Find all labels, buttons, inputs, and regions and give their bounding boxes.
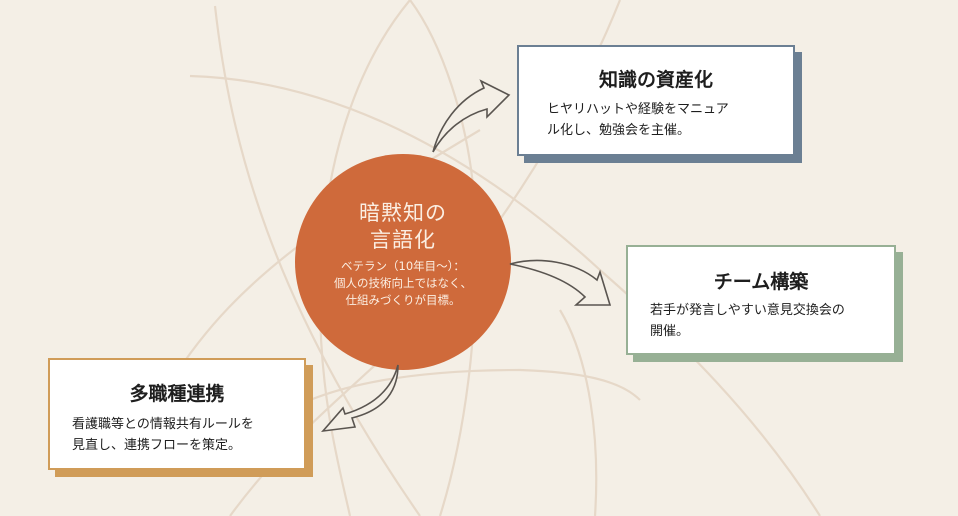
center-subtitle-line-2: 個人の技術向上ではなく、 — [334, 276, 472, 290]
card-body-line-1: 看護職等との情報共有ルールを — [72, 417, 254, 432]
card-body-line-2: 見直し、連携フローを策定。 — [72, 438, 242, 453]
card-panel: チーム構築 若手が発言しやすい意見交換会の 開催。 — [626, 245, 896, 355]
card-body-line-1: 若手が発言しやすい意見交換会の — [650, 303, 845, 318]
card-body-line-1: ヒヤリハットや経験をマニュア — [547, 102, 729, 117]
center-title: 暗黙知の 言語化 — [295, 200, 511, 254]
center-title-line-2: 言語化 — [370, 228, 436, 252]
card-panel: 知識の資産化 ヒヤリハットや経験をマニュア ル化し、勉強会を主催。 — [517, 45, 795, 156]
center-subtitle-line-3: 仕組みづくりが目標。 — [345, 293, 461, 307]
center-concept-circle: 暗黙知の 言語化 ベテラン（10年目〜）： 個人の技術向上ではなく、 仕組みづく… — [295, 154, 511, 370]
card-multidisciplinary-collaboration: 多職種連携 看護職等との情報共有ルールを 見直し、連携フローを策定。 — [48, 358, 313, 477]
card-body: 若手が発言しやすい意見交換会の 開催。 — [650, 300, 845, 342]
card-team-building: チーム構築 若手が発言しやすい意見交換会の 開催。 — [626, 245, 903, 362]
card-panel: 多職種連携 看護職等との情報共有ルールを 見直し、連携フローを策定。 — [48, 358, 306, 470]
card-body: ヒヤリハットや経験をマニュア ル化し、勉強会を主催。 — [547, 99, 729, 141]
card-title: 多職種連携 — [129, 383, 225, 405]
center-title-line-1: 暗黙知の — [359, 201, 447, 225]
card-body: 看護職等との情報共有ルールを 見直し、連携フローを策定。 — [72, 414, 254, 456]
card-body-line-2: 開催。 — [650, 324, 690, 339]
center-subtitle-line-1: ベテラン（10年目〜）： — [341, 259, 465, 273]
card-title: チーム構築 — [713, 271, 809, 293]
card-knowledge-assets: 知識の資産化 ヒヤリハットや経験をマニュア ル化し、勉強会を主催。 — [517, 45, 802, 163]
center-subtitle: ベテラン（10年目〜）： 個人の技術向上ではなく、 仕組みづくりが目標。 — [295, 258, 511, 309]
card-title: 知識の資産化 — [598, 69, 713, 91]
card-body-line-2: ル化し、勉強会を主催。 — [547, 123, 691, 138]
